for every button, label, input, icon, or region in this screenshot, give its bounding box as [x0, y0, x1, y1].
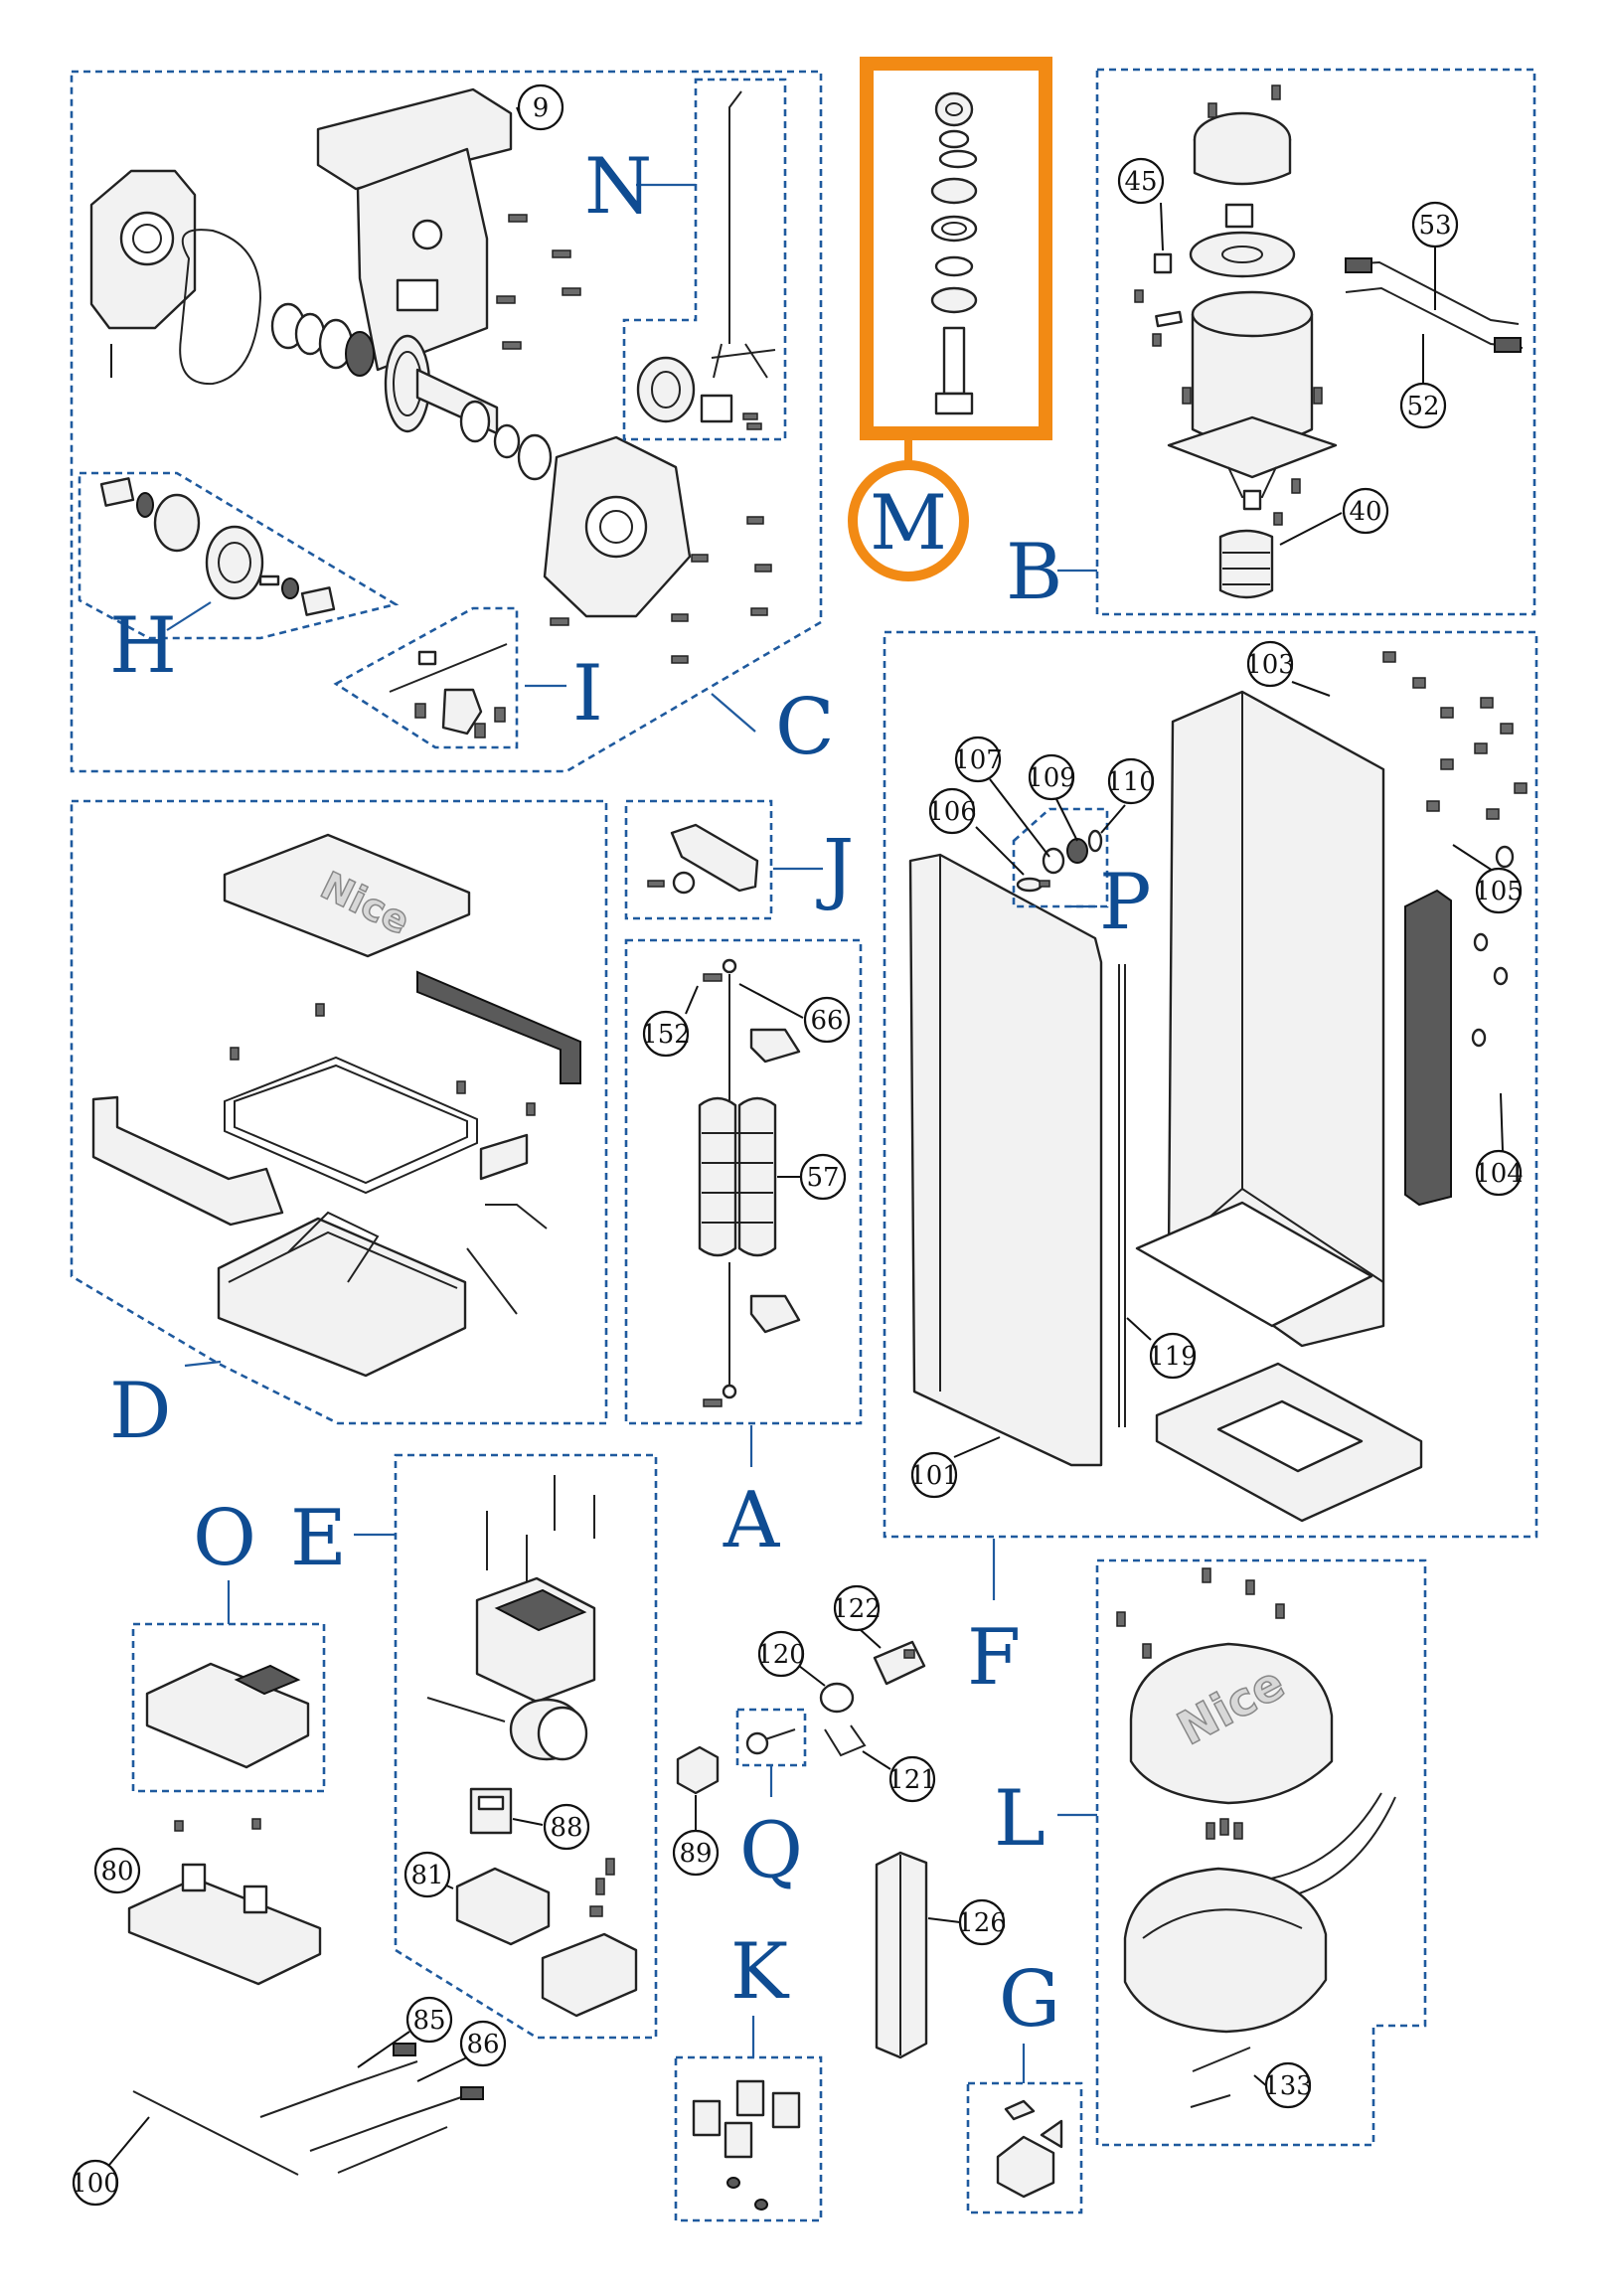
part-number: 126 [957, 1908, 1007, 1938]
part-callout-52: 52 [1399, 334, 1447, 429]
group-a-frame: A [624, 938, 863, 1565]
release-lock-art [819, 1640, 926, 1757]
group-o-frame: O [131, 1494, 326, 1793]
part-number: 121 [887, 1765, 937, 1795]
part-number: 9 [533, 93, 550, 123]
group-label-a: A [723, 1476, 781, 1565]
part-callout-53: 53 [1411, 201, 1459, 310]
part-callout-107: 107 [953, 736, 1050, 858]
part-number: 53 [1418, 211, 1451, 241]
part-callout-88: 88 [512, 1803, 590, 1851]
group-j-frame: J [624, 799, 854, 920]
group-label-l: L [994, 1774, 1046, 1864]
part-callout-9: 9 [516, 83, 564, 131]
part-callout-121: 121 [862, 1750, 937, 1803]
group-label-d: D [109, 1367, 172, 1456]
group-d-frame: D Nice [70, 799, 608, 1456]
part-number: 66 [810, 1006, 843, 1036]
gearbox-assembly-art [89, 87, 772, 664]
part-callout-89: 89 [672, 1745, 720, 1877]
group-label-o: O [193, 1494, 256, 1583]
part-number: 86 [466, 2030, 499, 2059]
part-callout-80: 80 [93, 1818, 322, 1986]
group-p: P [1016, 829, 1151, 947]
part-number: 120 [756, 1640, 806, 1670]
part-number: 110 [1106, 767, 1156, 797]
part-callout-100: 100 [71, 2116, 150, 2207]
group-k-frame: K [674, 1927, 823, 2222]
part-number: 40 [1349, 497, 1381, 527]
group-e-frame: E [290, 1453, 658, 2040]
part-number: 152 [641, 1020, 691, 1050]
part-callout-133: 133 [1253, 2061, 1313, 2109]
part-callout-119: 119 [1126, 1317, 1198, 1380]
part-callout-109: 109 [1027, 753, 1078, 842]
group-label-q: Q [739, 1806, 803, 1895]
group-label-n: N [584, 142, 652, 232]
part-callout-152: 152 [641, 985, 699, 1058]
part-callout-86: 86 [416, 2020, 507, 2082]
part-number: 100 [71, 2169, 120, 2199]
group-label-h: H [109, 601, 177, 691]
part-callout-110: 110 [1100, 757, 1156, 834]
group-label-b: B [1006, 528, 1062, 617]
part-callout-104: 104 [1474, 1092, 1524, 1197]
group-label-m: M [870, 478, 947, 567]
part-number: 104 [1474, 1159, 1524, 1189]
part-callout-101: 101 [909, 1436, 1001, 1499]
part-callout-81: 81 [403, 1851, 454, 1898]
group-q-frame: Q [735, 1708, 807, 1895]
part-number: 101 [909, 1461, 959, 1491]
group-c-frame: C [70, 70, 835, 773]
part-number: 45 [1124, 167, 1157, 197]
part-number: 81 [410, 1861, 443, 1890]
part-number: 106 [927, 797, 977, 827]
group-label-e: E [290, 1494, 347, 1583]
part-number: 105 [1474, 877, 1524, 906]
part-number: 119 [1148, 1342, 1198, 1372]
part-number: 88 [550, 1813, 582, 1843]
part-number: 80 [100, 1857, 133, 1886]
part-number: 107 [953, 745, 1003, 775]
group-g-frame: G [966, 1955, 1083, 2214]
group-b-frame: B [1006, 68, 1536, 617]
group-h-frame: H [78, 471, 400, 691]
group-label-k: K [730, 1927, 790, 2017]
group-label-p: P [1099, 858, 1151, 947]
part-callout-40: 40 [1279, 487, 1389, 546]
part-callout-103: 103 [1245, 640, 1331, 697]
group-label-i: I [572, 649, 603, 738]
group-label-j: J [816, 824, 854, 913]
part-callout-120: 120 [756, 1630, 826, 1687]
part-callout-57: 57 [777, 1153, 847, 1201]
part-number: 52 [1406, 392, 1439, 421]
part-number: 85 [412, 2006, 445, 2036]
group-label-f: F [967, 1613, 1021, 1703]
group-label-g: G [999, 1955, 1060, 2045]
group-n-frame: N [584, 78, 787, 441]
part-callout-106: 106 [927, 787, 1025, 876]
part-callout-85: 85 [357, 1996, 453, 2068]
group-m-highlight: M [848, 57, 1052, 581]
group-label-c: C [775, 683, 835, 772]
part-number: 89 [679, 1839, 712, 1869]
part-callout-122: 122 [832, 1584, 882, 1649]
part-callout-66: 66 [738, 983, 851, 1044]
part-callout-105: 105 [1452, 844, 1524, 914]
cable-parts-art [132, 2043, 484, 2176]
part-number: 122 [832, 1594, 882, 1624]
group-l-frame: L Nice [994, 1558, 1427, 2147]
part-number: 133 [1263, 2071, 1313, 2101]
group-f-frame: F [883, 630, 1538, 1703]
part-number: 109 [1027, 763, 1076, 793]
part-number: 57 [806, 1163, 839, 1193]
part-callout-45: 45 [1117, 157, 1165, 251]
part-number: 103 [1245, 650, 1295, 680]
screw-set-c [496, 214, 772, 664]
group-i-frame: I [333, 606, 603, 749]
part-callout-126: 126 [875, 1851, 1007, 2059]
